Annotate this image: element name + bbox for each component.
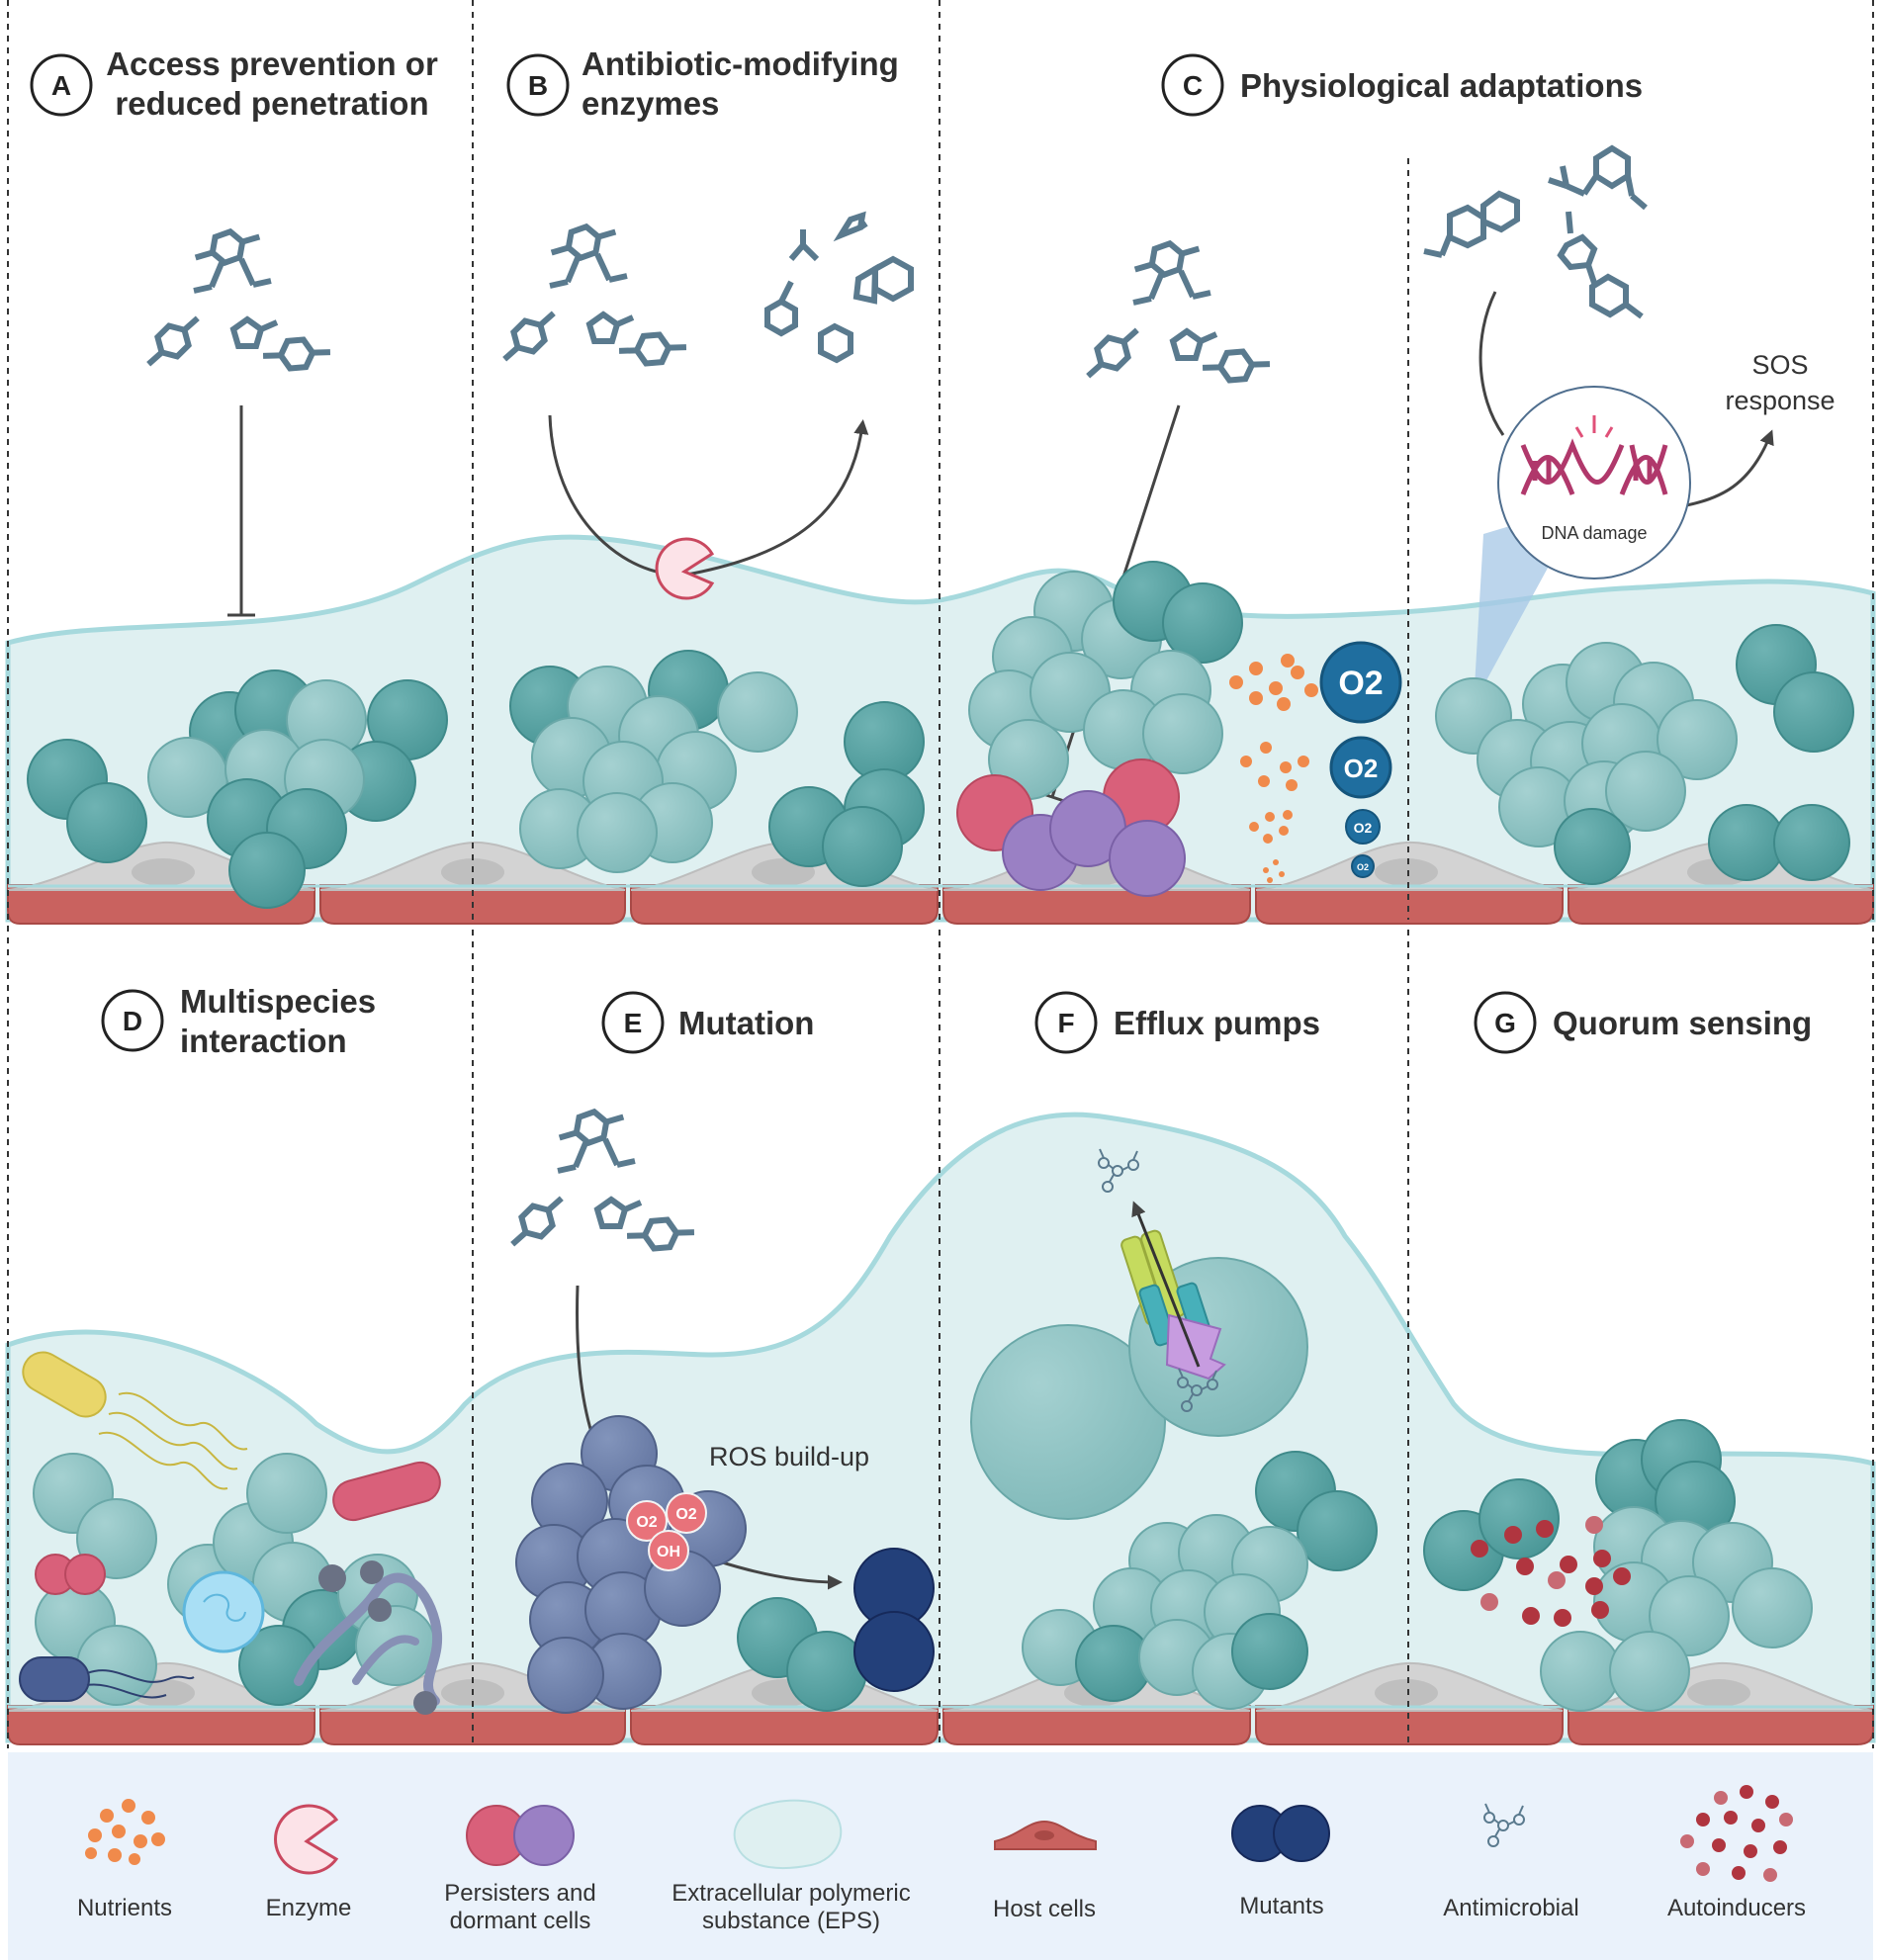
panel-e-title: E Mutation: [601, 991, 814, 1054]
panel-f-title: F Efflux pumps: [1034, 991, 1320, 1054]
o2-label-tiny: O2: [1357, 862, 1369, 872]
legend-autoinducers-label: Autoinducers: [1667, 1895, 1806, 1921]
ros-hydroxyl-label: OH: [657, 1544, 680, 1560]
rod-bacterium-pink: [332, 1461, 441, 1522]
nutrient-gradient: [1229, 654, 1318, 883]
legend-mutants-label: Mutants: [1239, 1893, 1323, 1919]
bacteria-cluster-e-right: [737, 1548, 935, 1712]
legend-nutrients-label: Nutrients: [77, 1895, 172, 1921]
panel-g-title: G Quorum sensing: [1474, 991, 1812, 1054]
antibiotic-molecule-c-left: [1080, 238, 1270, 393]
panel-f-title-text: Efflux pumps: [1114, 1005, 1320, 1041]
legend-persisters-label-line2: dormant cells: [450, 1908, 591, 1934]
legend-antimicrobial-label: Antimicrobial: [1443, 1895, 1578, 1921]
ros-molecules: O2 O2 OH: [626, 1492, 707, 1571]
bacteria-cluster-f: [970, 1257, 1378, 1710]
panel-b-title-line1: Antibiotic-modifying: [582, 45, 899, 82]
antibiotic-molecule-a: [140, 226, 330, 381]
panel-a-letter: A: [51, 70, 71, 101]
legend-host-cells-label: Host cells: [993, 1896, 1096, 1922]
panel-g-title-text: Quorum sensing: [1553, 1005, 1812, 1041]
panel-e-title-text: Mutation: [678, 1005, 814, 1041]
autoinducer-molecules: [1471, 1516, 1631, 1627]
dna-damage-arrow-left: [1478, 291, 1505, 436]
panel-d-title-line1: Multispecies: [180, 983, 376, 1020]
legend-persisters: Persisters and dormant cells: [444, 1805, 596, 1934]
antibiotic-molecule-e: [504, 1107, 694, 1261]
panel-b-title: B Antibiotic-modifying enzymes: [506, 45, 899, 122]
panel-c-letter: C: [1183, 70, 1203, 101]
panel-d-letter: D: [123, 1006, 142, 1036]
o2-label-large: O2: [1338, 665, 1383, 702]
ros-superoxide-label: O2: [636, 1514, 657, 1531]
enzyme-legend-icon: [274, 1804, 339, 1875]
oxygen-gradient: O2 O2 O2 O2: [1319, 641, 1402, 878]
legend-autoinducers: Autoinducers: [1667, 1785, 1806, 1921]
legend-enzyme: Enzyme: [266, 1804, 352, 1921]
multispecies-community: [19, 1351, 443, 1715]
antibiotic-molecule-b: [496, 222, 686, 376]
panel-a-title: A Access prevention or reduced penetrati…: [30, 45, 438, 122]
legend-eps-label-line2: substance (EPS): [702, 1908, 880, 1934]
o2-label-medium: O2: [1344, 754, 1379, 783]
fungal-hyphae: [294, 1572, 443, 1706]
host-cells-bottom: [7, 1661, 1874, 1745]
panel-d-title-line2: interaction: [180, 1023, 347, 1059]
o2-label-small: O2: [1354, 820, 1373, 836]
biofilm-bottom: [5, 1112, 1876, 1743]
bacteria-cluster-b: [509, 650, 925, 887]
dormant-cell: [1109, 820, 1186, 897]
sos-arrow: [1680, 429, 1774, 508]
panel-c-title-text: Physiological adaptations: [1240, 67, 1643, 104]
bacteria-cluster-a: [27, 669, 448, 909]
legend-antimicrobial: Antimicrobial: [1443, 1803, 1579, 1921]
antibiotic-molecule-c-right: [1423, 144, 1648, 319]
panel-e-letter: E: [624, 1008, 643, 1038]
panel-c-title: C Physiological adaptations: [1161, 53, 1643, 117]
protozoa-cell: [182, 1570, 265, 1653]
bacteria-cluster-c-right: [1435, 624, 1854, 885]
blocked-penetration-line: [227, 405, 255, 617]
panel-f-letter: F: [1057, 1008, 1074, 1038]
dna-icon: [1520, 415, 1668, 495]
efflux-pump-icon: [1120, 1201, 1226, 1381]
dna-damage-callout: DNA damage: [1497, 386, 1691, 579]
legend-eps-label-line1: Extracellular polymeric: [672, 1880, 910, 1907]
rod-bacterium-blue: [19, 1656, 90, 1702]
panel-d-title: D Multispecies interaction: [101, 983, 376, 1059]
legend-mutants: Mutants: [1231, 1805, 1330, 1919]
legend-host-cells: Host cells: [993, 1820, 1097, 1922]
bacteria-cluster-c: [956, 561, 1243, 897]
dna-damage-label: DNA damage: [1541, 523, 1647, 543]
legend-eps: Extracellular polymeric substance (EPS): [672, 1799, 911, 1934]
panel-a-title-line1: Access prevention or: [106, 45, 438, 82]
panel-b-letter: B: [528, 70, 548, 101]
panel-dividers: [7, 0, 1874, 1748]
sos-label-line2: response: [1725, 386, 1835, 415]
panel-b-title-line2: enzymes: [582, 85, 719, 122]
ros-label: ROS build-up: [709, 1442, 869, 1471]
legend-persisters-label-line1: Persisters and: [444, 1880, 595, 1907]
broken-antibiotic-fragments: [764, 211, 914, 364]
panel-a-title-line2: reduced penetration: [115, 85, 428, 122]
mutant-cell: [853, 1611, 935, 1692]
sos-label-line1: SOS: [1751, 350, 1808, 380]
legend-enzyme-label: Enzyme: [266, 1895, 352, 1921]
ros-peroxide-label: O2: [675, 1506, 696, 1523]
panel-g-letter: G: [1494, 1008, 1516, 1038]
rod-bacterium-yellow: [22, 1351, 107, 1418]
legend-nutrients: Nutrients: [77, 1799, 172, 1921]
enzyme-icon: [655, 537, 715, 600]
bacteria-cluster-g: [1423, 1419, 1813, 1712]
